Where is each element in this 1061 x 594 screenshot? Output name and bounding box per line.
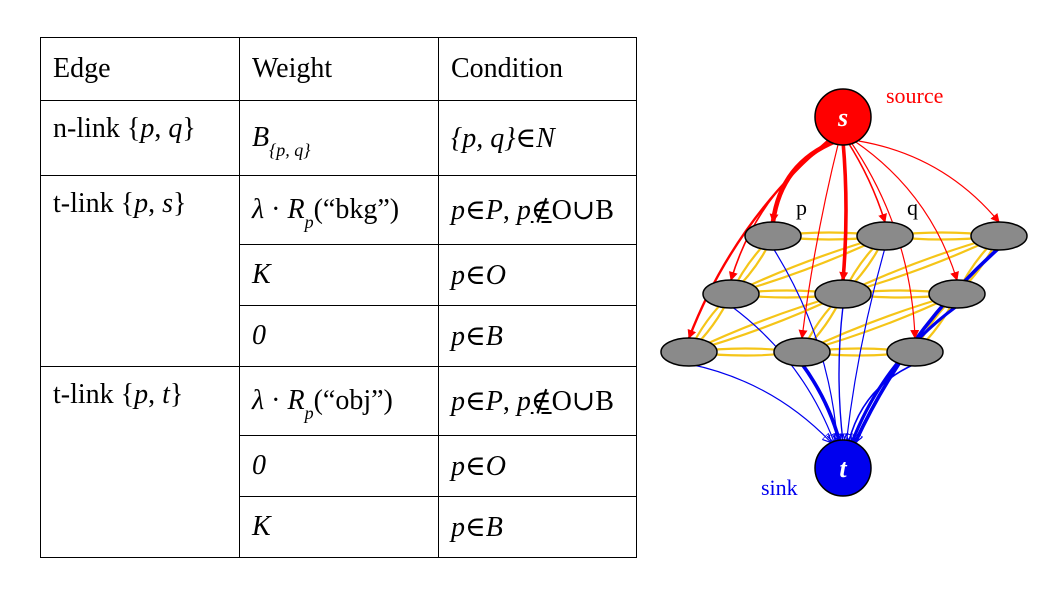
pixel-r1c1 — [744, 221, 802, 251]
cell-condition-sink-background: p∈B — [438, 496, 637, 558]
cell-weight-bkg: λ · Rp(“bkg”) — [239, 175, 439, 245]
table-row-t-link-source: t-link {p, s} λ · Rp(“bkg”) p∈P, p∉O∪B — [40, 175, 637, 367]
table-row-sink-background: K p∈B — [41, 496, 637, 558]
sink-label: sink — [761, 475, 798, 500]
pixel-nodes — [660, 221, 1028, 367]
pixel-r2c1 — [702, 279, 760, 309]
header-weight: Weight — [239, 37, 439, 101]
pixel-label-q: q — [907, 195, 918, 220]
cell-edge-t-link-sink: t-link {p, t} — [40, 366, 240, 558]
t-link-sink-edge — [730, 305, 834, 442]
table-row-source-background: 0 p∈B — [41, 305, 637, 367]
cell-condition-bkg: p∈P, p∉O∪B — [438, 175, 637, 245]
pixel-r3c2 — [773, 337, 831, 367]
cell-condition-n-link: {p, q}∈N — [438, 100, 637, 176]
source-node-label: s — [837, 103, 848, 132]
t-link-source-edge — [798, 140, 840, 339]
cell-condition-source-background: p∈B — [438, 305, 637, 367]
source-node — [814, 88, 872, 146]
edge-weight-table: Edge Weight Condition n-link {p, q} B{p,… — [40, 37, 637, 558]
t-links-sink — [688, 246, 1001, 442]
pixel-label-p: p — [796, 195, 807, 220]
t-link-source-edge — [858, 140, 1000, 223]
pixel-r2c3 — [928, 279, 986, 309]
pixel-r3c3 — [886, 337, 944, 367]
source-label: source — [886, 83, 943, 108]
cell-condition-sink-object: p∈O — [438, 435, 637, 497]
cell-weight-sink-object: 0 — [239, 435, 439, 497]
header-condition: Condition — [438, 37, 637, 101]
cell-weight-source-object: K — [239, 244, 439, 306]
table-row-n-link: n-link {p, q} B{p, q} {p, q}∈N — [40, 100, 637, 176]
table-row-sink-object: 0 p∈O — [41, 435, 637, 497]
t-link-sink-edge — [839, 305, 843, 442]
cell-weight-source-background: 0 — [239, 305, 439, 367]
table-row-source-object: K p∈O — [41, 244, 637, 306]
cell-condition-source-object: p∈O — [438, 244, 637, 306]
t-link-source-edge — [854, 140, 959, 281]
graph-cut-diagram: s source t sink p q — [660, 83, 1028, 500]
t-link-source-edge — [839, 140, 849, 281]
pixel-r1c2 — [856, 221, 914, 251]
t-link-sink-edge — [846, 247, 886, 442]
cell-edge-n-link: n-link {p, q} — [40, 100, 240, 176]
pixel-r3c1 — [660, 337, 718, 367]
t-link-sink-edge — [688, 363, 831, 442]
cell-weight-obj: λ · Rp(“obj”) — [239, 366, 439, 436]
t-link-sink-edge — [849, 363, 916, 442]
pixel-r1c3 — [970, 221, 1028, 251]
header-edge: Edge — [40, 37, 240, 101]
t-link-sink-edge — [852, 304, 958, 442]
t-link-sink-edge — [800, 362, 840, 442]
cell-weight-n-link: B{p, q} — [239, 100, 439, 176]
table-header-row: Edge Weight Condition — [40, 37, 637, 101]
cell-weight-sink-background: K — [239, 496, 439, 558]
table-row-t-link-sink: t-link {p, t} λ · Rp(“obj”) p∈P, p∉O∪B — [40, 366, 637, 558]
sink-node-label: t — [839, 454, 847, 483]
t-link-source-edge — [846, 140, 887, 223]
cell-condition-obj: p∈P, p∉O∪B — [438, 366, 637, 436]
sink-node — [814, 439, 872, 497]
cell-edge-t-link-source: t-link {p, s} — [40, 175, 240, 367]
pixel-r2c2 — [814, 279, 872, 309]
